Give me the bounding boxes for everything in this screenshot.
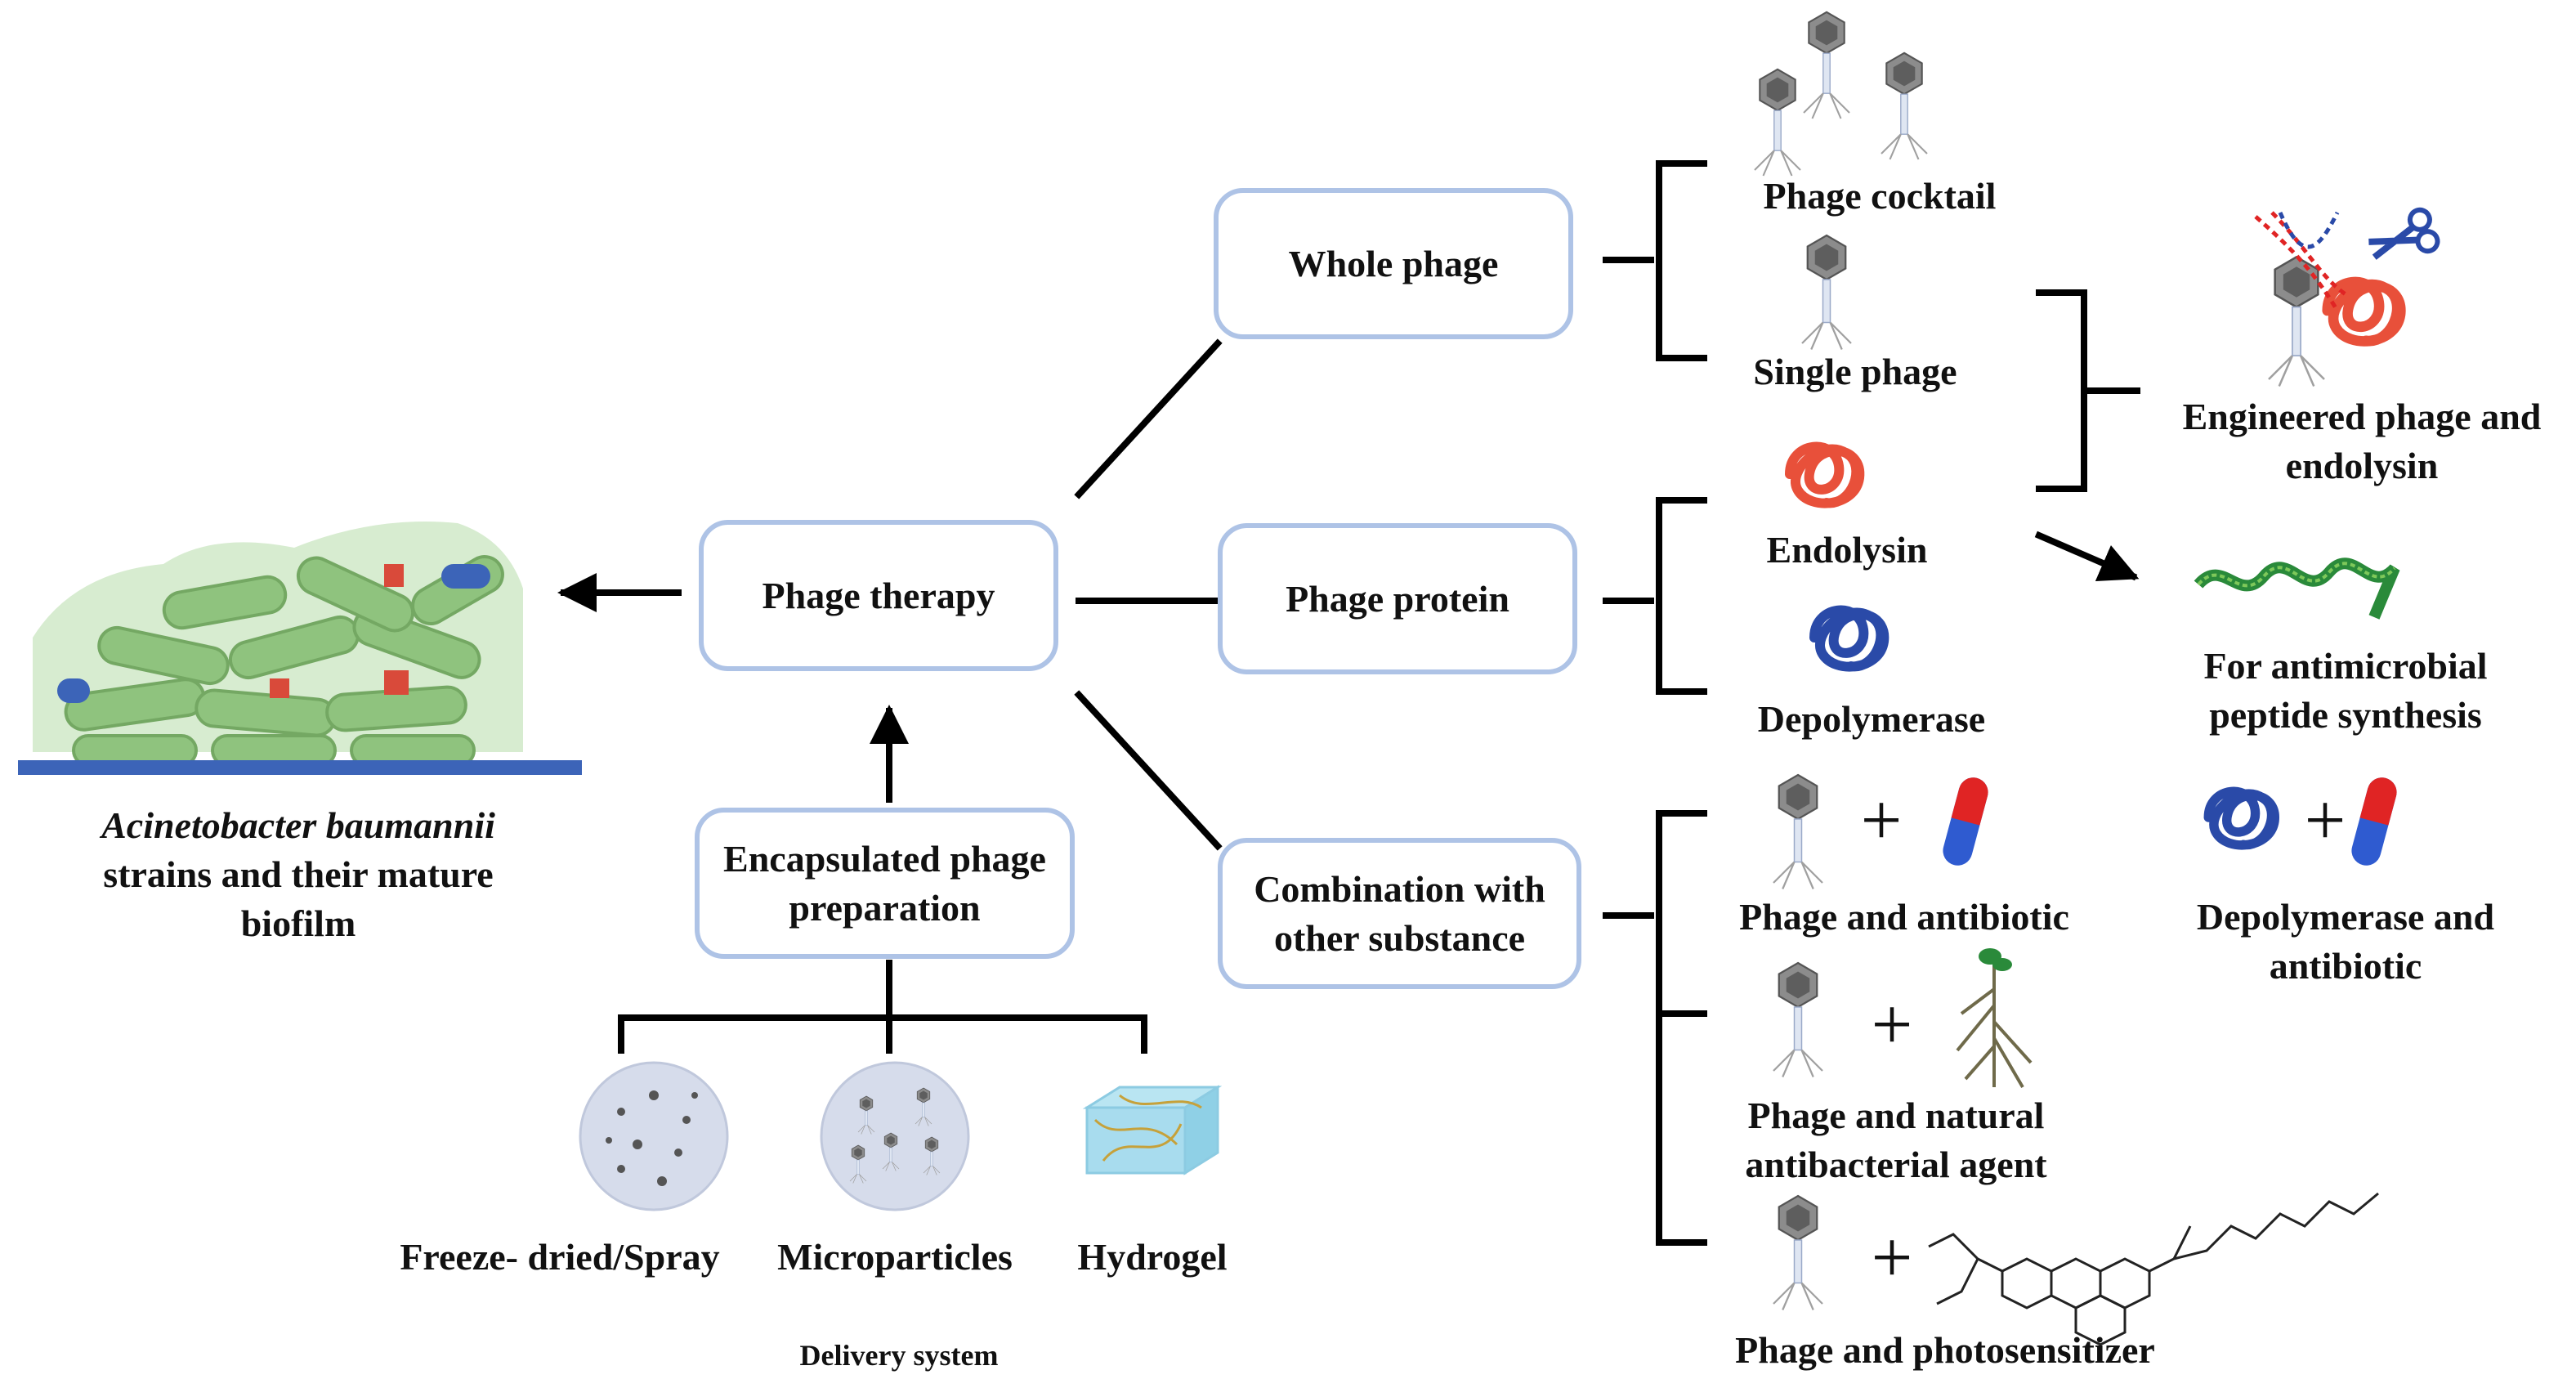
- depolymerase-antibiotic-label: Depolymerase and antibiotic: [2149, 893, 2542, 991]
- depolymerase-antibiotic-line1: Depolymerase and: [2196, 896, 2495, 938]
- branch-whole-phage: [1074, 338, 1223, 499]
- delivery-caption: Delivery system: [799, 1339, 999, 1372]
- encapsulated-box: Encapsulated phage preparation: [695, 808, 1075, 959]
- depolymerase-icon: [1814, 611, 1884, 667]
- biofilm-base: [18, 760, 582, 775]
- phage-cocktail-label: Phage cocktail: [1763, 175, 1997, 217]
- depolymerase-antibiotic-line2: antibiotic: [2269, 944, 2422, 987]
- microparticles-label: Microparticles: [777, 1236, 1013, 1278]
- engineered-line1: Engineered phage and: [2182, 396, 2542, 437]
- phage-natural-line2: antibacterial agent: [1745, 1143, 2047, 1185]
- biofilm-line3: biofilm: [240, 902, 356, 944]
- phage-antibiotic-label: Phage and antibiotic: [1739, 896, 2069, 938]
- hydrogel-label: Hydrogel: [1077, 1236, 1228, 1278]
- antibiotic-pill-icon-2: [1939, 774, 1992, 869]
- phage-cocktail-icon: [1753, 11, 1929, 177]
- depolymerase-label: Depolymerase: [1757, 698, 1986, 740]
- phage-photosensitizer-label: Phage and photosensitizer: [1735, 1329, 2155, 1371]
- combination-box: Combination with other substance: [1218, 838, 1581, 989]
- encapsulated-label-line2: preparation: [789, 886, 981, 929]
- phage-therapy-box: Phage therapy: [699, 520, 1058, 671]
- bracket-combination: [1656, 810, 1707, 1246]
- phage-antibiotic-phage-icon: [1772, 773, 1824, 890]
- phage-natural-phage-icon: [1772, 961, 1824, 1078]
- single-phage-label: Single phage: [1753, 351, 1957, 392]
- endolysin-label: Endolysin: [1766, 529, 1928, 571]
- whole-phage-box: Whole phage: [1214, 188, 1573, 339]
- scissors-icon: [2368, 207, 2440, 260]
- engineered-label: Engineered phage and endolysin: [2158, 392, 2566, 490]
- plus-sign: +: [2304, 780, 2346, 861]
- arrow-to-peptide: [2034, 531, 2140, 582]
- bracket-whole-phage: [1656, 160, 1707, 361]
- antibiotic-pill-icon: [2348, 774, 2400, 869]
- freeze-dried-label: Freeze- dried/Spray: [400, 1236, 720, 1278]
- engineered-line2: endolysin: [2285, 444, 2439, 486]
- freeze-dried-icon: [579, 1061, 729, 1211]
- biofilm-species: Acinetobacter baumannii: [101, 804, 495, 846]
- phage-protein-label: Phage protein: [1286, 577, 1509, 620]
- phage-photo-phage-icon: [1772, 1194, 1824, 1311]
- photosensitizer-molecule-icon: [1928, 1192, 2379, 1346]
- bracket-phage-protein: [1656, 497, 1707, 695]
- antimicrobial-label: For antimicrobial peptide synthesis: [2141, 642, 2550, 740]
- antimicrobial-line1: For antimicrobial: [2203, 645, 2488, 687]
- endolysin-icon: [1790, 447, 1859, 504]
- phage-therapy-label: Phage therapy: [762, 574, 995, 616]
- engineered-phage-icon: [2254, 207, 2440, 387]
- depolymerase-combo-icon: [2208, 791, 2274, 845]
- encapsulated-label-line1: Encapsulated phage: [723, 837, 1046, 880]
- combination-label-line2: other substance: [1273, 916, 1526, 959]
- phage-protein-box: Phage protein: [1218, 523, 1577, 674]
- combination-label-line1: Combination with: [1254, 867, 1545, 910]
- plus-sign: +: [1871, 984, 1913, 1065]
- plus-sign: +: [1871, 1217, 1913, 1298]
- whole-phage-label: Whole phage: [1288, 242, 1499, 284]
- phage-natural-line1: Phage and natural: [1747, 1095, 2045, 1136]
- hydrogel-icon: [1082, 1085, 1223, 1175]
- biofilm-line2: strains and their mature: [103, 853, 494, 895]
- branch-combination: [1074, 690, 1223, 851]
- antimicrobial-line2: peptide synthesis: [2209, 693, 2482, 736]
- plus-sign: +: [1860, 780, 1903, 861]
- single-phage-icon: [1800, 234, 1853, 351]
- biofilm-caption: Acinetobacter baumannii strains and thei…: [33, 801, 564, 947]
- peptide-helix-icon: [2194, 557, 2400, 620]
- plant-icon: [1956, 948, 2033, 1089]
- microparticles-icon: [820, 1061, 970, 1211]
- phage-natural-label: Phage and natural antibacterial agent: [1700, 1091, 2092, 1189]
